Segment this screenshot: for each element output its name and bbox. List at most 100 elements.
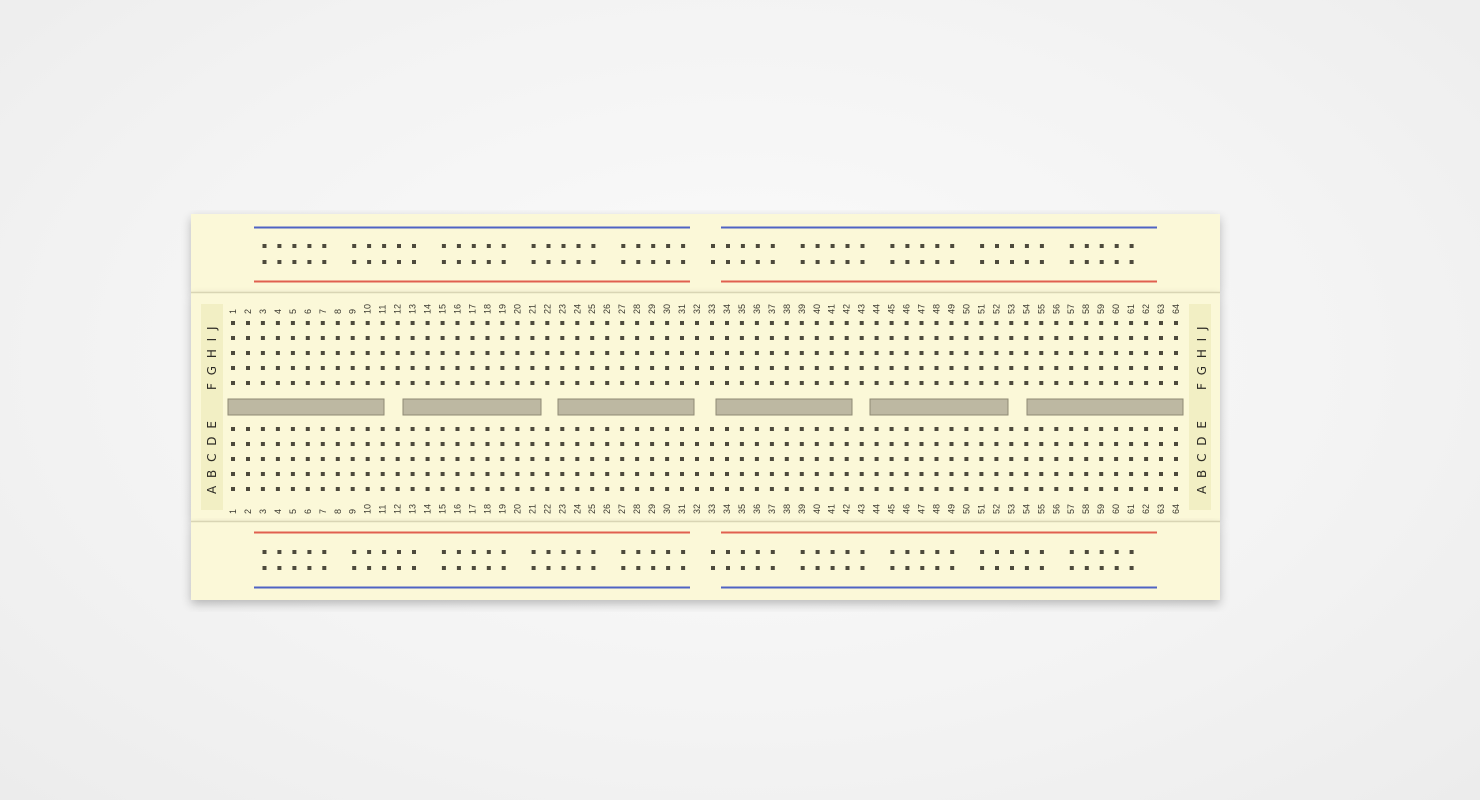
hole[interactable] xyxy=(770,244,775,248)
hole[interactable] xyxy=(874,366,879,370)
hole[interactable] xyxy=(305,457,310,461)
hole[interactable] xyxy=(1069,550,1074,554)
hole[interactable] xyxy=(695,457,699,461)
hole[interactable] xyxy=(380,381,385,385)
hole[interactable] xyxy=(620,442,625,446)
hole[interactable] xyxy=(380,321,385,325)
hole[interactable] xyxy=(739,427,744,431)
hole[interactable] xyxy=(1129,487,1134,491)
hole[interactable] xyxy=(380,336,385,340)
hole[interactable] xyxy=(1010,550,1014,554)
hole[interactable] xyxy=(605,381,610,385)
hole[interactable] xyxy=(455,487,460,491)
hole[interactable] xyxy=(620,366,625,370)
hole[interactable] xyxy=(680,366,684,370)
hole[interactable] xyxy=(665,351,670,355)
hole[interactable] xyxy=(591,550,596,554)
hole[interactable] xyxy=(1129,427,1134,431)
hole[interactable] xyxy=(1069,457,1074,461)
hole[interactable] xyxy=(710,351,714,355)
hole[interactable] xyxy=(425,457,430,461)
hole[interactable] xyxy=(995,566,999,570)
hole[interactable] xyxy=(726,566,730,570)
hole[interactable] xyxy=(754,366,759,370)
hole[interactable] xyxy=(515,381,520,385)
hole[interactable] xyxy=(1129,457,1134,461)
hole[interactable] xyxy=(814,442,819,446)
hole[interactable] xyxy=(681,244,686,248)
hole[interactable] xyxy=(844,487,849,491)
hole[interactable] xyxy=(725,381,729,385)
hole[interactable] xyxy=(964,472,969,476)
hole[interactable] xyxy=(1099,321,1104,325)
hole[interactable] xyxy=(575,381,580,385)
hole[interactable] xyxy=(859,427,864,431)
hole[interactable] xyxy=(1024,351,1029,355)
hole[interactable] xyxy=(710,442,714,446)
hole[interactable] xyxy=(320,442,325,446)
hole[interactable] xyxy=(545,472,550,476)
hole[interactable] xyxy=(1084,472,1089,476)
hole[interactable] xyxy=(320,366,325,370)
hole[interactable] xyxy=(920,260,925,264)
hole[interactable] xyxy=(665,381,670,385)
hole[interactable] xyxy=(350,351,355,355)
hole[interactable] xyxy=(1024,457,1029,461)
hole[interactable] xyxy=(425,381,430,385)
hole[interactable] xyxy=(561,260,566,264)
hole[interactable] xyxy=(486,550,491,554)
hole[interactable] xyxy=(1009,427,1014,431)
hole[interactable] xyxy=(979,487,984,491)
hole[interactable] xyxy=(934,487,939,491)
hole[interactable] xyxy=(560,442,565,446)
hole[interactable] xyxy=(1144,457,1149,461)
hole[interactable] xyxy=(725,487,729,491)
hole[interactable] xyxy=(784,381,789,385)
hole[interactable] xyxy=(365,351,370,355)
hole[interactable] xyxy=(441,244,446,248)
hole[interactable] xyxy=(531,550,536,554)
hole[interactable] xyxy=(665,366,670,370)
hole[interactable] xyxy=(754,487,759,491)
hole[interactable] xyxy=(1069,260,1074,264)
hole[interactable] xyxy=(1084,336,1089,340)
hole[interactable] xyxy=(246,366,250,370)
hole[interactable] xyxy=(1114,366,1119,370)
hole[interactable] xyxy=(1144,487,1149,491)
hole[interactable] xyxy=(1069,427,1074,431)
hole[interactable] xyxy=(650,427,655,431)
hole[interactable] xyxy=(530,442,535,446)
hole[interactable] xyxy=(739,442,744,446)
hole[interactable] xyxy=(560,381,565,385)
hole[interactable] xyxy=(815,260,820,264)
hole[interactable] xyxy=(726,244,730,248)
hole[interactable] xyxy=(1174,427,1178,431)
hole[interactable] xyxy=(425,336,430,340)
hole[interactable] xyxy=(1144,321,1149,325)
hole[interactable] xyxy=(605,487,610,491)
hole[interactable] xyxy=(650,351,655,355)
hole[interactable] xyxy=(531,244,536,248)
hole[interactable] xyxy=(739,336,744,340)
hole[interactable] xyxy=(380,366,385,370)
hole[interactable] xyxy=(382,566,387,570)
hole[interactable] xyxy=(440,427,445,431)
hole[interactable] xyxy=(545,366,550,370)
hole[interactable] xyxy=(665,472,670,476)
hole[interactable] xyxy=(397,244,401,248)
hole[interactable] xyxy=(964,321,969,325)
hole[interactable] xyxy=(380,457,385,461)
hole[interactable] xyxy=(561,244,566,248)
hole[interactable] xyxy=(979,427,984,431)
hole[interactable] xyxy=(680,321,684,325)
hole[interactable] xyxy=(1099,336,1104,340)
hole[interactable] xyxy=(680,336,684,340)
hole[interactable] xyxy=(305,427,310,431)
hole[interactable] xyxy=(260,381,265,385)
hole[interactable] xyxy=(890,244,895,248)
hole[interactable] xyxy=(605,366,610,370)
hole[interactable] xyxy=(575,487,580,491)
hole[interactable] xyxy=(575,472,580,476)
hole[interactable] xyxy=(365,487,370,491)
hole[interactable] xyxy=(1039,381,1044,385)
